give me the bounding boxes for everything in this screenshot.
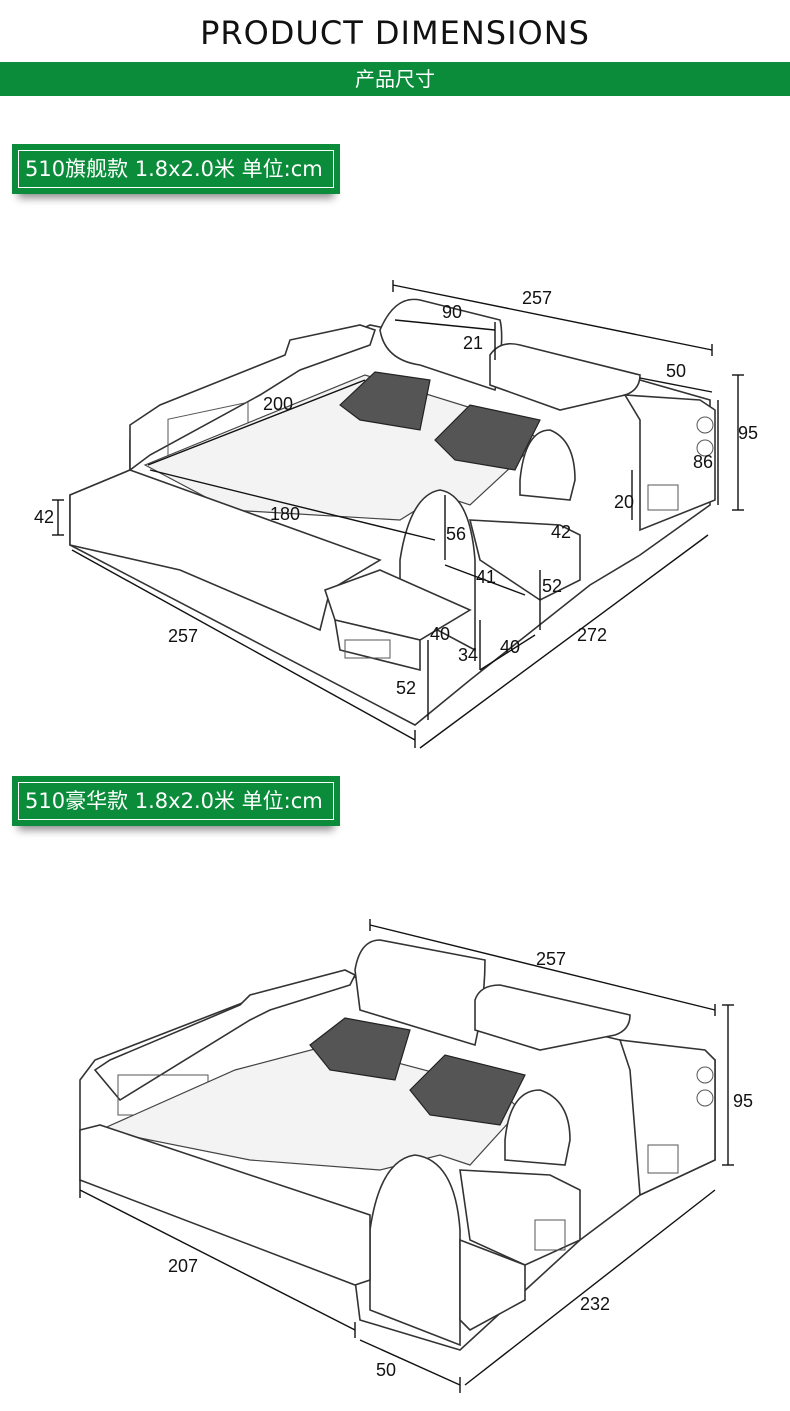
console-lower: [459, 1238, 526, 1331]
dim-label: 200: [263, 394, 293, 414]
dim-label: 257: [536, 949, 566, 969]
dim-label: 257: [522, 288, 552, 308]
headboard-right: [474, 984, 631, 1051]
dim-label: 41: [476, 567, 496, 587]
subtitle-banner: 产品尺寸: [0, 62, 790, 96]
headboard-left: [354, 939, 486, 1047]
console-table: [459, 1169, 581, 1266]
section-1-label: 510旗舰款 1.8x2.0米 单位:cm: [18, 150, 334, 188]
dim-label: 52: [396, 678, 416, 698]
front-sofa: [69, 469, 382, 632]
dim-label: 20: [614, 492, 634, 512]
armrest-inner: [504, 1089, 571, 1166]
dim-label: 180: [270, 504, 300, 524]
dim-label: 207: [168, 1256, 198, 1276]
dim-label: 86: [693, 452, 713, 472]
dim-label: 56: [446, 524, 466, 544]
page-title: PRODUCT DIMENSIONS: [200, 14, 590, 52]
dim-label: 50: [376, 1360, 396, 1380]
pillow-left: [309, 1017, 411, 1081]
dim-label: 50: [666, 361, 686, 381]
left-side-panel: [129, 324, 377, 472]
mattress: [98, 1044, 521, 1171]
dim-label: 42: [551, 522, 571, 542]
section-2-label: 510豪华款 1.8x2.0米 单位:cm: [18, 782, 334, 820]
dim-label: 232: [580, 1294, 610, 1314]
right-nightstand: [618, 1039, 716, 1197]
dim-label: 21: [463, 333, 483, 353]
armrest-inner: [519, 429, 576, 501]
dim-label: 272: [577, 625, 607, 645]
armrest-front: [369, 1154, 461, 1347]
pillow-right: [434, 404, 541, 471]
section-1-tag: 510旗舰款 1.8x2.0米 单位:cm: [12, 144, 340, 194]
dim-label: 42: [34, 507, 54, 527]
dim-label: 40: [430, 624, 450, 644]
section-2-tag: 510豪华款 1.8x2.0米 单位:cm: [12, 776, 340, 826]
pillow-right: [409, 1054, 526, 1126]
dim-label: 95: [733, 1091, 753, 1111]
bed-diagram-flagship: 257 90 21 50 95 86 200 20 42 180 56 42 4…: [34, 280, 758, 749]
dim-label: 257: [168, 626, 198, 646]
console-table: [468, 519, 581, 601]
dim-label: 40: [500, 637, 520, 657]
dim-label: 95: [738, 423, 758, 443]
pillow-left: [339, 371, 431, 431]
dim-label: 90: [442, 302, 462, 322]
dim-label: 52: [542, 576, 562, 596]
dim-label: 34: [458, 645, 478, 665]
front-side-table: [323, 569, 472, 641]
